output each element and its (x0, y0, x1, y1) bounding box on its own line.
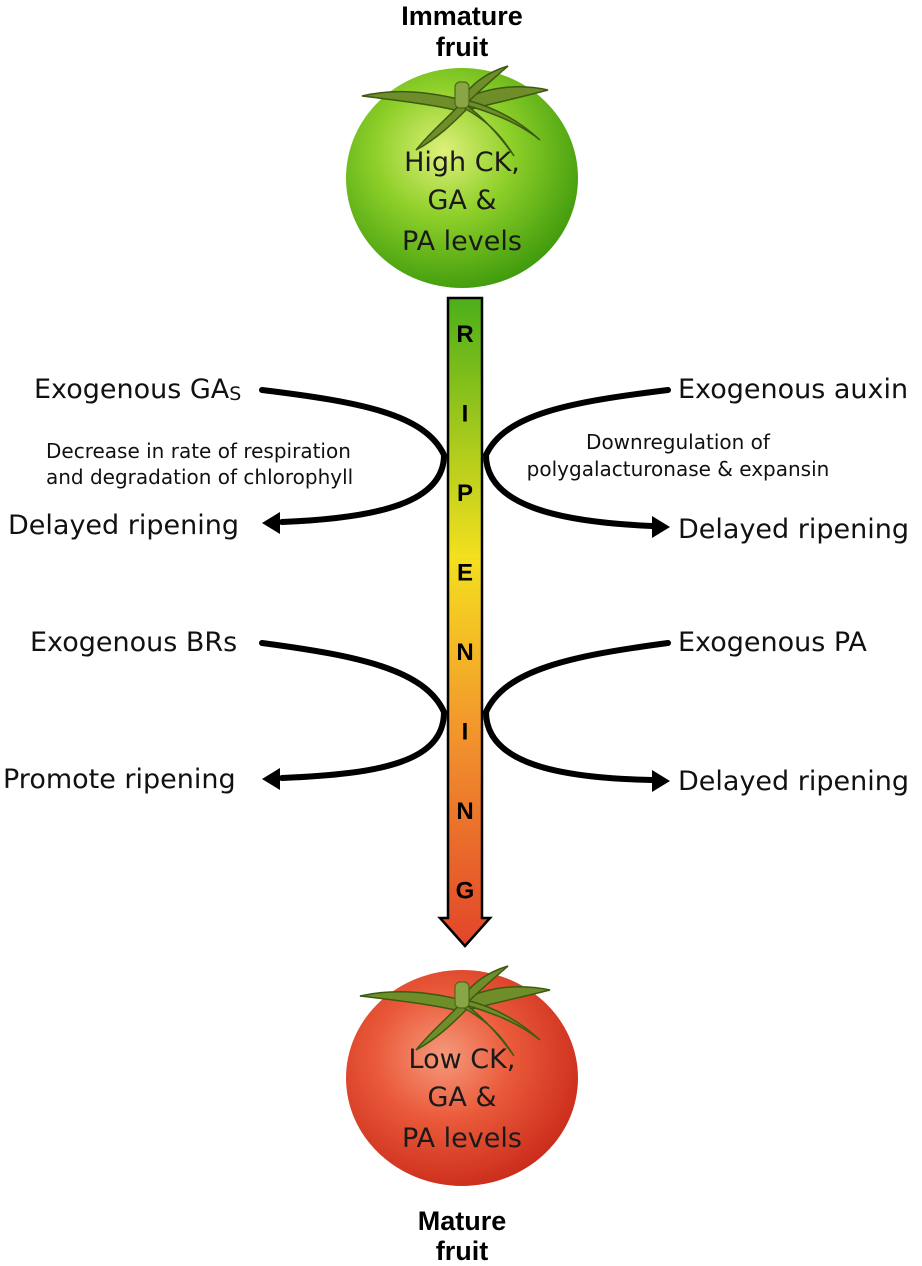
ripening-letter: I (462, 401, 469, 428)
left-upper-note-line2: and degradation of chlorophyll (46, 465, 353, 489)
mature-title-line2: fruit (436, 1236, 488, 1266)
ripening-letter: N (456, 798, 473, 825)
right-upper-note-line2: polygalacturonase & expansin (527, 457, 830, 481)
left-upper-input-subscript: S (229, 383, 241, 405)
ripening-letter: N (456, 639, 473, 666)
left-upper-input: Exogenous GAS (34, 374, 241, 405)
immature-text-line3: PA levels (402, 226, 522, 257)
immature-text-line2: GA & (427, 185, 496, 216)
ripening-letter: E (457, 560, 473, 587)
ripening-letter: P (457, 480, 473, 507)
ripening-letter: G (456, 878, 475, 905)
left-upper-note-line1: Decrease in rate of respiration (46, 439, 351, 463)
mature-text-line2: GA & (427, 1082, 496, 1113)
right-lower-input: Exogenous PA (678, 627, 867, 658)
right-upper-outcome: Delayed ripening (678, 514, 909, 545)
immature-title-line1: Immature (401, 1, 523, 31)
ripening-letters: R I P E N I N G (456, 321, 475, 905)
curve-left-lower (259, 640, 448, 781)
mature-tomato-icon (346, 965, 578, 1186)
curve-right-lower (482, 640, 671, 783)
immature-tomato-icon (346, 65, 578, 288)
curve-left-upper (259, 387, 448, 525)
left-lower-outcome: Promote ripening (3, 764, 236, 795)
ripening-arrow (437, 296, 493, 948)
left-lower-input: Exogenous BRs (30, 627, 237, 658)
right-lower-outcome: Delayed ripening (678, 766, 909, 797)
arrowhead-right-upper (652, 516, 670, 538)
ripening-letter: I (462, 719, 469, 746)
arrowhead-left-upper (262, 512, 280, 534)
ripening-letter: R (456, 321, 473, 348)
immature-title-line2: fruit (436, 32, 488, 62)
mature-text-line3: PA levels (402, 1123, 522, 1154)
right-upper-input: Exogenous auxin (678, 374, 908, 405)
mature-title-line1: Mature (418, 1206, 507, 1236)
arrowhead-right-lower (652, 770, 670, 792)
curve-right-upper (482, 387, 671, 529)
mature-text-line1: Low CK, (409, 1044, 516, 1075)
immature-text-line1: High CK, (404, 147, 520, 178)
arrowhead-left-lower (262, 768, 280, 790)
left-upper-outcome: Delayed ripening (8, 510, 239, 541)
right-upper-note-line1: Downregulation of (586, 430, 771, 454)
